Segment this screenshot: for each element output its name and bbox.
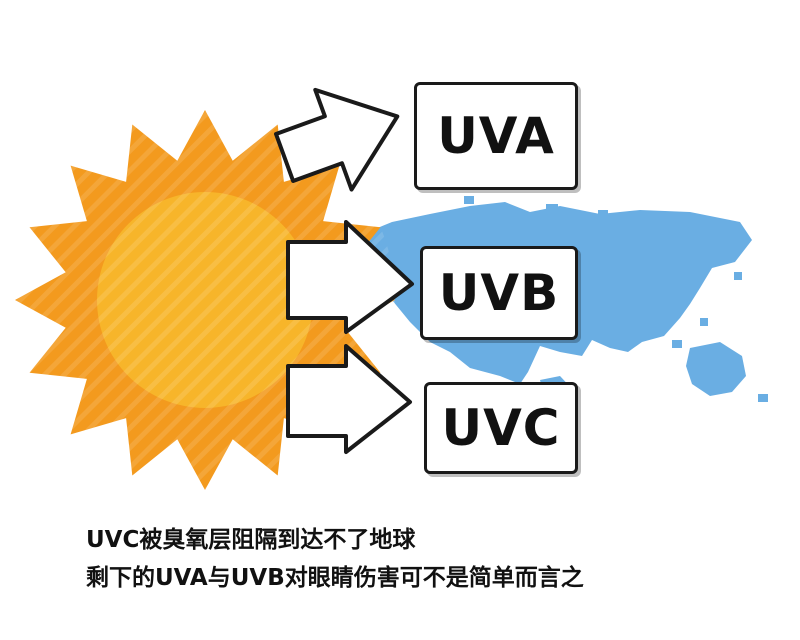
uvc-label-box: UVC — [424, 382, 578, 474]
arrow-to-uvc — [286, 344, 412, 454]
arrow-to-uvb — [286, 220, 414, 334]
uvc-label: UVC — [441, 399, 561, 457]
uva-label: UVA — [437, 107, 555, 165]
caption-line-2: 剩下的UVA与UVB对眼睛伤害可不是简单而言之 — [86, 565, 584, 591]
uvb-label: UVB — [438, 264, 560, 322]
caption-line-1: UVC被臭氧层阻隔到达不了地球 — [86, 527, 416, 553]
uvb-label-box: UVB — [420, 246, 578, 340]
arrow-to-uva — [274, 87, 400, 192]
uva-label-box: UVA — [414, 82, 578, 190]
